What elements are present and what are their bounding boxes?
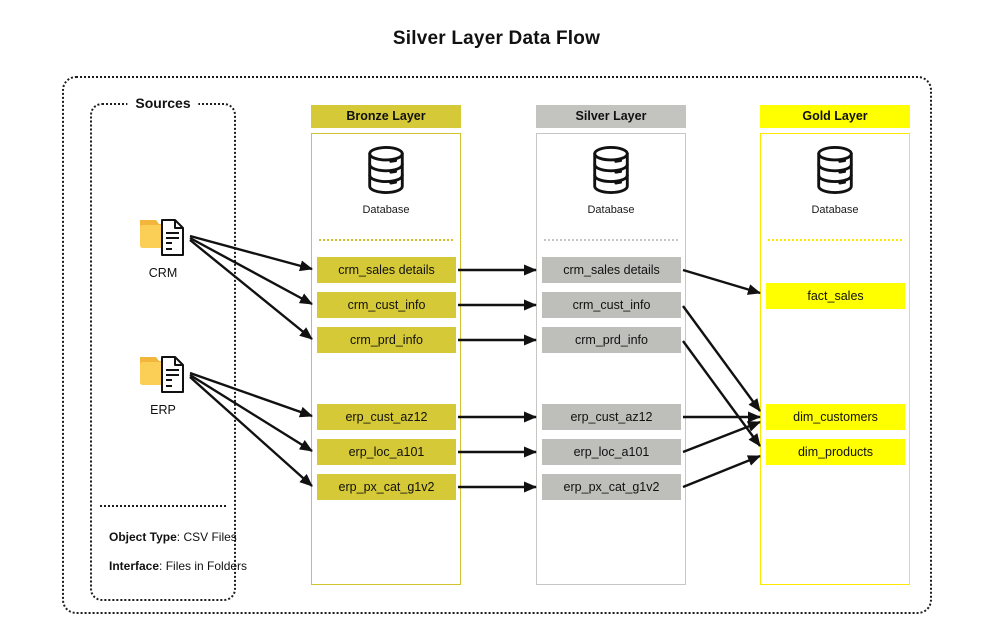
bronze-table-row: crm_cust_info (317, 292, 456, 318)
bronze-layer-panel (311, 133, 461, 585)
page-title: Silver Layer Data Flow (392, 28, 601, 49)
source-crm-label: CRM (148, 266, 178, 280)
folder-with-file-icon (137, 356, 189, 399)
database-label: Database (362, 204, 410, 216)
bronze-table-row: erp_loc_a101 (317, 439, 456, 465)
bronze-table-row: erp_cust_az12 (317, 404, 456, 430)
interface-key: Interface (109, 559, 160, 573)
interface-value: : Files in Folders (159, 559, 248, 573)
silver-divider (544, 239, 678, 241)
object-type-key: Object Type (109, 530, 177, 544)
source-erp-label: ERP (150, 403, 176, 417)
bronze-database: Database (311, 145, 461, 216)
bronze-divider (319, 239, 453, 241)
diagram-border (62, 76, 932, 614)
gold-layer-panel (760, 133, 910, 585)
database-label: Database (587, 204, 635, 216)
silver-table-row: erp_px_cat_g1v2 (542, 474, 681, 500)
gold-table-row: dim_products (766, 439, 905, 465)
object-type-note: Object Type: CSV Files (109, 530, 237, 544)
sources-divider (100, 505, 226, 507)
gold-database: Database (760, 145, 910, 216)
bronze-table-row: crm_sales details (317, 257, 456, 283)
sources-group: Sources CRM (90, 95, 247, 601)
gold-layer-header: Gold Layer (760, 105, 910, 128)
interface-note: Interface: Files in Folders (109, 559, 247, 573)
silver-layer-header: Silver Layer (536, 105, 686, 128)
database-label: Database (811, 204, 859, 216)
database-icon (363, 146, 409, 199)
silver-layer-panel (536, 133, 686, 585)
silver-table-row: crm_prd_info (542, 327, 681, 353)
database-icon (812, 146, 858, 199)
database-icon (588, 146, 634, 199)
gold-divider (768, 239, 902, 241)
source-erp: ERP (118, 349, 208, 417)
bronze-table-row: crm_prd_info (317, 327, 456, 353)
bronze-table-row: erp_px_cat_g1v2 (317, 474, 456, 500)
silver-table-row: crm_sales details (542, 257, 681, 283)
gold-table-row: dim_customers (766, 404, 905, 430)
silver-table-row: erp_cust_az12 (542, 404, 681, 430)
folder-with-file-icon (137, 219, 189, 262)
sources-label: Sources (127, 95, 199, 111)
gold-table-row: fact_sales (766, 283, 905, 309)
object-type-value: : CSV Files (176, 530, 237, 544)
silver-table-row: crm_cust_info (542, 292, 681, 318)
silver-table-row: erp_loc_a101 (542, 439, 681, 465)
bronze-layer-header: Bronze Layer (311, 105, 461, 128)
silver-database: Database (536, 145, 686, 216)
source-crm: CRM (118, 212, 208, 280)
